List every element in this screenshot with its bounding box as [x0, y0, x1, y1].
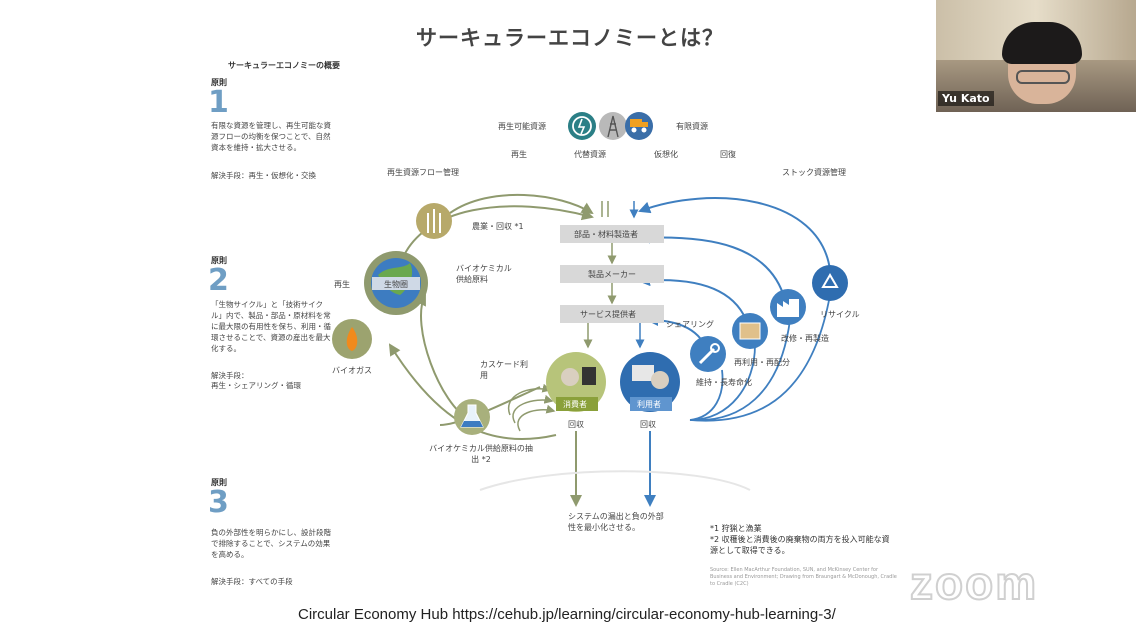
- flask-icon: [454, 399, 490, 435]
- participant-glasses: [1016, 70, 1070, 84]
- wrench-icon: [690, 336, 726, 372]
- chain-parts-maker-label: 部品・材料製造者: [574, 229, 638, 239]
- action-virtualise: 仮想化: [654, 149, 678, 159]
- tech-return-2: [689, 319, 791, 422]
- principle-2-number: 2: [208, 263, 229, 298]
- user-label: 利用者: [637, 399, 661, 409]
- biosphere-label: 生物圏: [384, 279, 408, 289]
- bio-flow-top: [449, 193, 594, 215]
- refurbish-label: 改修・再製造: [781, 333, 829, 343]
- leakage-label: システムの漏出と負の外部性を最小化させる。: [568, 512, 664, 532]
- tech-return-4: [689, 369, 724, 421]
- principle-2-means: 再生・シェアリング・循環: [211, 381, 301, 390]
- stock-management-label: ストック資源管理: [782, 167, 846, 177]
- action-substitute: 代替資源: [574, 149, 606, 159]
- cascade-label: カスケード利用: [480, 360, 528, 380]
- chain-box-service-provider: [560, 305, 664, 323]
- tech-loop-refurbish: [638, 231, 786, 301]
- biosphere-globe-icon: [364, 251, 428, 315]
- principle-2-text: 「生物サイクル」と「技術サイクル」内で、製品・部品・原材料を常に最大限の有用性を…: [211, 300, 331, 353]
- maintain-label: 維持・長寿命化: [696, 377, 752, 387]
- reuse-label: 再利用・再配分: [734, 357, 790, 367]
- source-credit: Source: Ellen MacArthur Foundation, SUN,…: [710, 567, 897, 587]
- principle-3-label: 原則: [211, 478, 227, 487]
- principle-2-label: 原則: [211, 256, 227, 265]
- regenerate-label: 再生: [334, 279, 350, 289]
- principles-heading: サーキュラーエコノミーの概要: [228, 61, 340, 70]
- tech-return-3: [689, 344, 756, 421]
- chain-service-provider-label: サービス提供者: [580, 309, 636, 319]
- zoom-logo-watermark: zoom: [909, 556, 1039, 610]
- cascade-arrow-1: [507, 383, 552, 416]
- footnotes: *1 狩猟と漁業 *2 収穫後と消費後の廃棄物の両方を投入可能な資源として取得で…: [710, 523, 895, 556]
- tech-loop-recycle: [638, 197, 831, 271]
- renewable-resources-label: 再生可能資源: [498, 121, 546, 131]
- factory-icon: [770, 289, 806, 325]
- wheat-icon: [416, 203, 452, 239]
- biogas-flame-icon: [332, 319, 372, 359]
- cascade-arrow-3: [517, 404, 556, 432]
- participant-hair: [1002, 22, 1082, 64]
- footnote-1: *1 狩猟と漁業: [710, 524, 762, 533]
- butterfly-diagram: 再生可能資源 有限資源 再生 代替資源 仮想化 回復 再生資源フロー管理 ストッ…: [332, 112, 860, 532]
- sharing-label: シェアリング: [666, 319, 714, 329]
- biogas-label: バイオガス: [332, 365, 372, 375]
- participant-name-tag: Yu Kato: [938, 91, 994, 106]
- principle-1-means: 解決手段：再生・仮想化・交換: [211, 171, 316, 180]
- renewable-icon: [568, 112, 596, 140]
- system-boundary-arc: [479, 470, 751, 491]
- renewable-flow-label: 再生資源フロー管理: [387, 167, 459, 177]
- recycle-label: リサイクル: [820, 310, 860, 319]
- finite-resources-label: 有限資源: [676, 121, 708, 131]
- consumer-collect-label: 回収: [568, 419, 584, 429]
- principle-1-label: 原則: [211, 78, 227, 87]
- farming-label: 農業・回収 *1: [472, 221, 524, 231]
- chain-box-product-maker: [560, 265, 664, 283]
- footnote-2: *2 収穫後と消費後の廃棄物の両方を投入可能な資源として取得できる。: [710, 535, 890, 555]
- cascade-arrow-2: [512, 394, 554, 424]
- consumer-node: [546, 352, 606, 412]
- principle-3-number: 3: [208, 485, 229, 520]
- chain-product-maker-label: 製品メーカー: [588, 269, 636, 279]
- boxes-icon: [732, 313, 768, 349]
- oil-derrick-icon: [599, 112, 627, 140]
- user-collect-label: 回収: [640, 419, 656, 429]
- bio-flow-extraction: [415, 293, 471, 421]
- extraction-label: バイオケミカル供給原料の抽出 *2: [429, 444, 533, 464]
- principle-1-text: 有限な資源を管理し、再生可能な資源フローの均衡を保つことで、自然資本を維持・拡大…: [211, 121, 331, 152]
- principle-1-number: 1: [208, 85, 229, 120]
- tech-return-1: [689, 294, 831, 422]
- chain-box-parts-maker: [560, 225, 664, 243]
- footer-caption: Circular Economy Hub https://cehub.jp/le…: [298, 606, 836, 623]
- feedstock-label: バイオケミカル供給原料: [456, 264, 512, 284]
- slide-title: サーキュラーエコノミーとは？: [416, 26, 724, 50]
- participant-video[interactable]: Yu Kato: [936, 0, 1136, 112]
- mining-truck-icon: [625, 112, 653, 140]
- action-restore: 回復: [720, 149, 736, 159]
- recycle-icon: [812, 265, 848, 301]
- bio-flow-mid: [399, 205, 594, 266]
- principle-3-means: 解決手段：すべての手段: [211, 577, 293, 586]
- user-node: [620, 352, 680, 412]
- principle-2-means-label: 解決手段：: [211, 371, 249, 380]
- principle-3-text: 負の外部性を明らかにし、設計段階で排除することで、システムの効果を高める。: [211, 528, 331, 559]
- action-regenerate: 再生: [511, 149, 527, 159]
- consumer-label: 消費者: [563, 399, 587, 409]
